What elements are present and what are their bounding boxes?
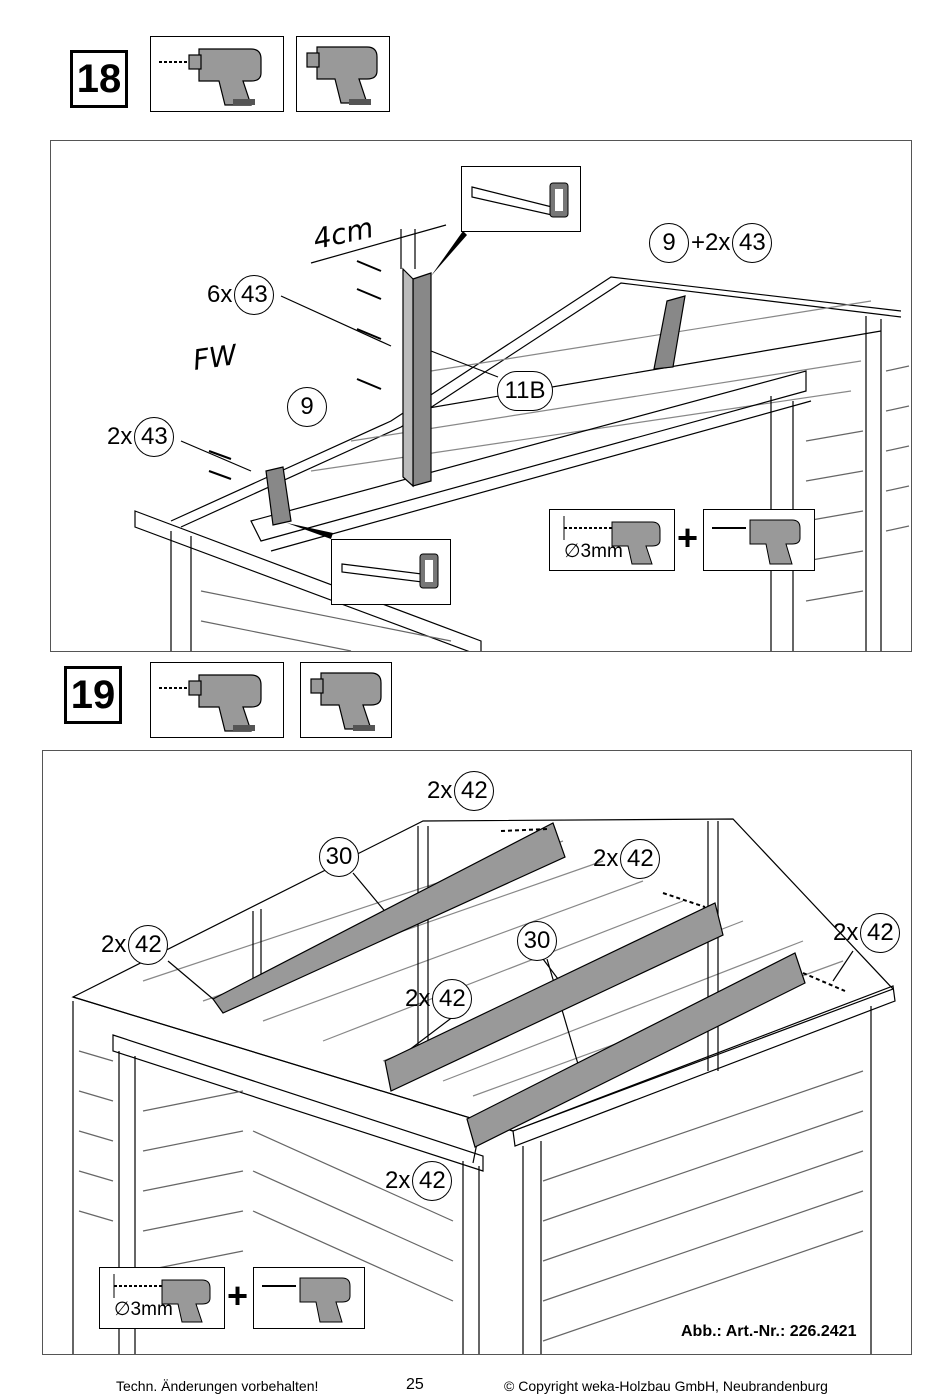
- step-18-illustration: 4cm FW 9 +2x 43 6x 43 11B 9 2x 43 ∅3mm +: [50, 140, 912, 652]
- page-number: 25: [406, 1376, 424, 1393]
- callout-2x-42-bottom: 2x 42: [385, 1161, 453, 1201]
- shed-roof-drawing-18: [134, 224, 910, 651]
- footer-copyright: © Copyright weka-Holzbau GmbH, Neubrande…: [504, 1378, 828, 1394]
- saw-icon-bottom: [331, 539, 451, 605]
- drill-icon-19: [300, 662, 392, 738]
- callout-2x-42-left: 2x 42: [101, 925, 169, 965]
- callout-2x-42-upper-right: 2x 42: [593, 839, 661, 879]
- drill-icon: [296, 36, 390, 112]
- callout-9: 9: [287, 387, 327, 427]
- drill-with-bit-icon: [150, 36, 284, 112]
- art-number: Abb.: Art.-Nr.: 226.2421: [681, 1323, 857, 1340]
- saw-icon-top: [461, 166, 581, 232]
- callout-9-plus-2x-43: 9 +2x 43: [649, 223, 773, 263]
- drill-with-bit-icon-19: [150, 662, 284, 738]
- callout-30-middle: 30: [517, 921, 557, 961]
- callout-6x-43: 6x 43: [207, 275, 275, 315]
- footer-disclaimer: Techn. Änderungen vorbehalten!: [116, 1378, 319, 1394]
- callout-11B: 11B: [497, 371, 553, 411]
- drill-instruction-18: ∅3mm +: [549, 509, 815, 573]
- callout-2x-42-far-right: 2x 42: [833, 913, 901, 953]
- step-number-19: 19: [64, 666, 122, 724]
- callout-2x-42-middle: 2x 42: [405, 979, 473, 1019]
- callout-2x-43: 2x 43: [107, 417, 175, 457]
- callout-2x-42-top: 2x 42: [427, 771, 495, 811]
- step-number-18: 18: [70, 50, 128, 108]
- drill-instruction-19: ∅3mm +: [99, 1267, 365, 1331]
- step-19-illustration: 2x 42 2x 42 2x 42 2x 42 2x 42 2x 42 30 3…: [42, 750, 912, 1355]
- fw-label: FW: [190, 338, 239, 377]
- callout-30-left: 30: [319, 837, 359, 877]
- shed-roof-drawing-19: [71, 818, 896, 1354]
